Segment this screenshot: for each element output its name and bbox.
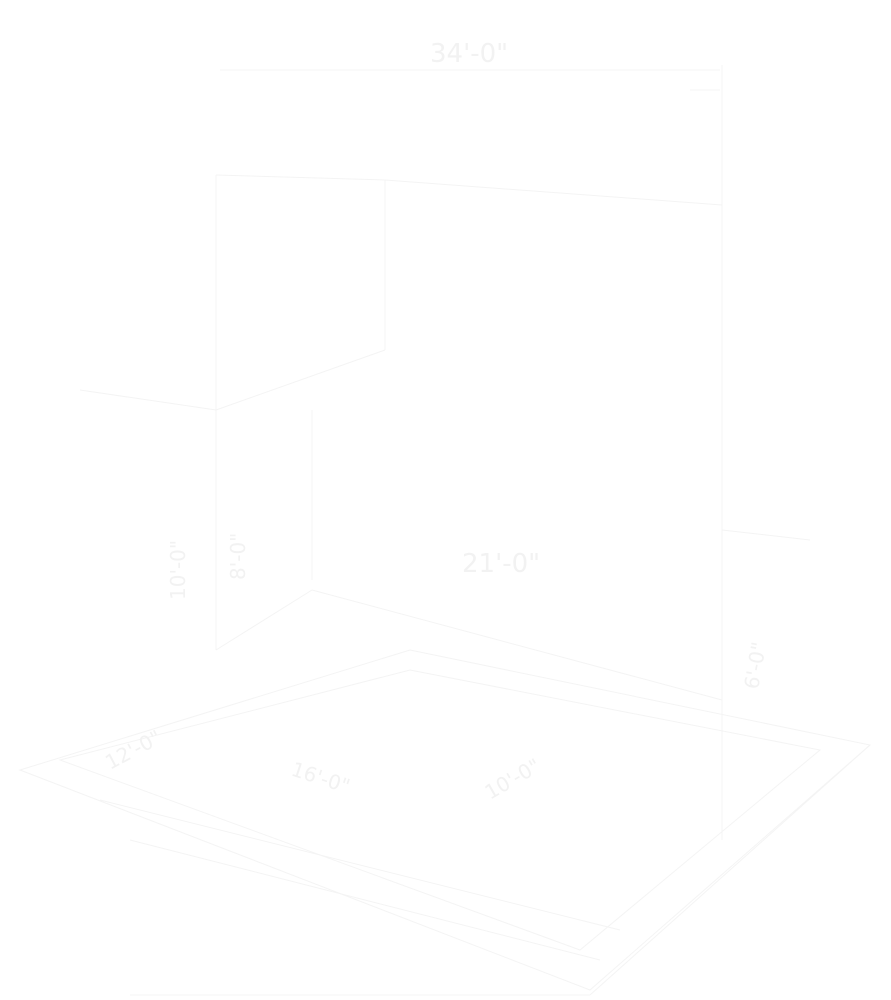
wall-top-edge [215, 174, 386, 181]
floor-label-center: 16'-0" [288, 757, 353, 798]
top-dimension-label: 34'-0" [430, 39, 508, 69]
left-vertical-label-b: 8'-0" [226, 533, 250, 580]
right-vertical-label: 6'-0" [739, 640, 771, 691]
floor-line [129, 839, 601, 961]
floor-line [311, 589, 723, 701]
left-vertical-label-a: 10'-0" [166, 540, 190, 600]
wall-diagonal [215, 349, 386, 411]
floor-line [215, 589, 313, 651]
wall-top-edge [384, 179, 723, 206]
floor-label-left: 12'-0" [101, 725, 165, 774]
right-dimension-line [721, 529, 811, 541]
floor-slab-inner [58, 669, 822, 951]
wall-diagonal [79, 389, 217, 411]
floor-slab [18, 649, 872, 991]
floor-line [589, 744, 871, 996]
floor-line [99, 799, 621, 931]
center-dimension-label: 21'-0" [462, 549, 540, 579]
floor-label-right: 10'-0" [481, 753, 545, 804]
